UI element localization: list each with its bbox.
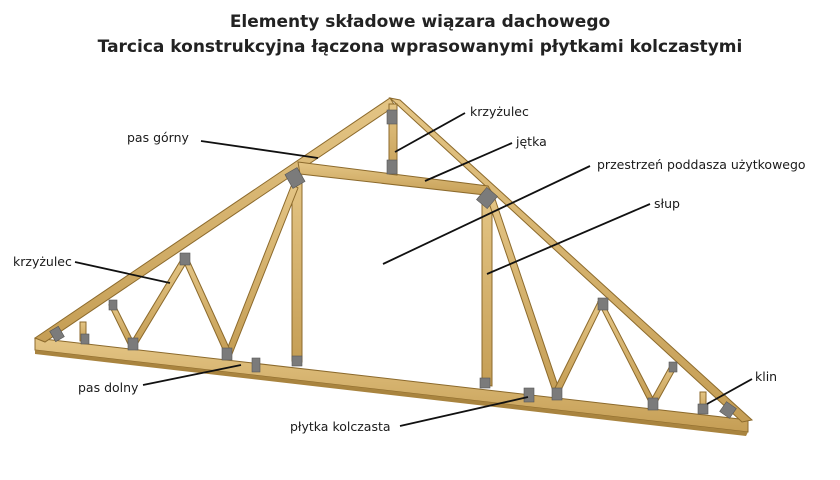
truss <box>33 97 754 436</box>
leader-slup <box>486 203 651 275</box>
leader-przestrzen <box>382 165 591 265</box>
web-right-1 <box>487 195 561 395</box>
leader-krzyzulec-top <box>394 112 466 153</box>
web-right-3 <box>597 301 657 405</box>
leader-klin <box>706 378 753 405</box>
label-przestrzen: przestrzeń poddasza użytkowego <box>597 157 806 172</box>
leader-pas-dolny <box>142 364 242 386</box>
label-krzyzulec-top: krzyżulec <box>470 104 529 119</box>
post-right <box>481 195 493 387</box>
nail-plates <box>49 109 737 419</box>
top-chord-left <box>33 97 396 343</box>
web-right-2 <box>553 301 605 393</box>
leader-plytka <box>399 396 529 427</box>
leader-krzyzulec-left <box>74 261 171 284</box>
post-left <box>291 175 303 363</box>
label-jetka: jętka <box>515 134 547 149</box>
label-pas-gorny: pas górny <box>127 130 190 145</box>
title-line-2: Tarcica konstrukcyjna łączona wprasowany… <box>98 37 743 57</box>
web-left-2 <box>181 257 232 355</box>
top-chord-right <box>388 97 754 423</box>
leader-jetka <box>424 142 513 182</box>
label-krzyzulec-left: krzyżulec <box>13 254 72 269</box>
label-plytka: płytka kolczasta <box>290 419 391 434</box>
leader-pas-gorny <box>200 140 319 159</box>
leader-lines <box>74 112 753 427</box>
label-slup: słup <box>654 196 680 211</box>
label-pas-dolny: pas dolny <box>78 380 139 395</box>
title-line-1: Elementy składowe wiązara dachowego <box>230 12 610 32</box>
label-klin: klin <box>755 369 777 384</box>
